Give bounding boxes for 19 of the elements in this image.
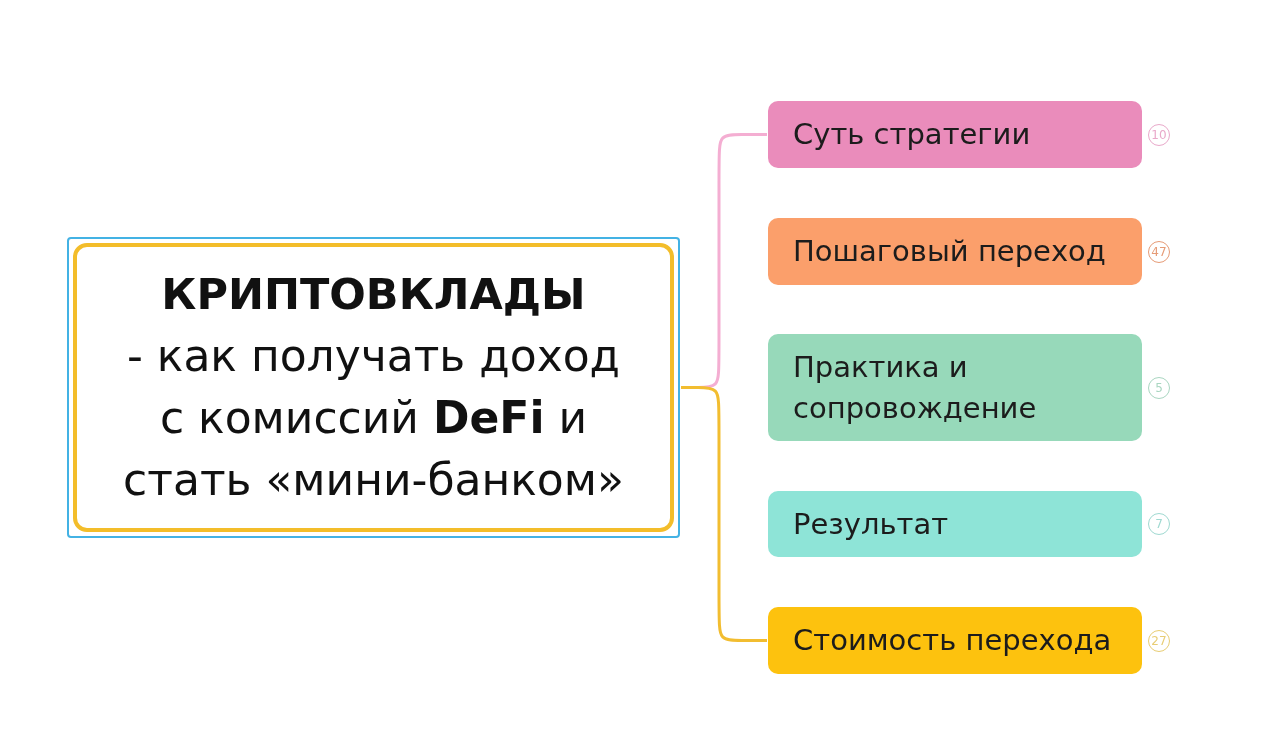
title-box: [67, 237, 680, 538]
topic-box: [768, 218, 1142, 285]
topic-label: Стоимость перехода: [793, 622, 1112, 660]
count-badge: 27: [1148, 629, 1170, 652]
title-subtitle: - как получать доход с комиссий DeFi и стать «мини-банком»: [122, 328, 625, 508]
brace-connector: [681, 386, 767, 642]
title-heading: КРИПТОВКЛАДЫ: [161, 267, 586, 321]
topic-box: [768, 607, 1142, 674]
topic-box: [768, 334, 1142, 441]
count-badge: 7: [1148, 513, 1170, 535]
topic-label: Практика и сопровождение: [793, 348, 1038, 427]
topic-box: [768, 101, 1142, 168]
count-badge: 10: [1148, 123, 1170, 146]
topic-label: Результат: [793, 505, 949, 543]
topic-box: [768, 491, 1142, 557]
topic-label: Пошаговый переход: [793, 233, 1106, 271]
topic-label: Суть стратегии: [793, 116, 1031, 154]
count-badge: 47: [1148, 240, 1170, 263]
count-badge: 5: [1148, 376, 1170, 399]
